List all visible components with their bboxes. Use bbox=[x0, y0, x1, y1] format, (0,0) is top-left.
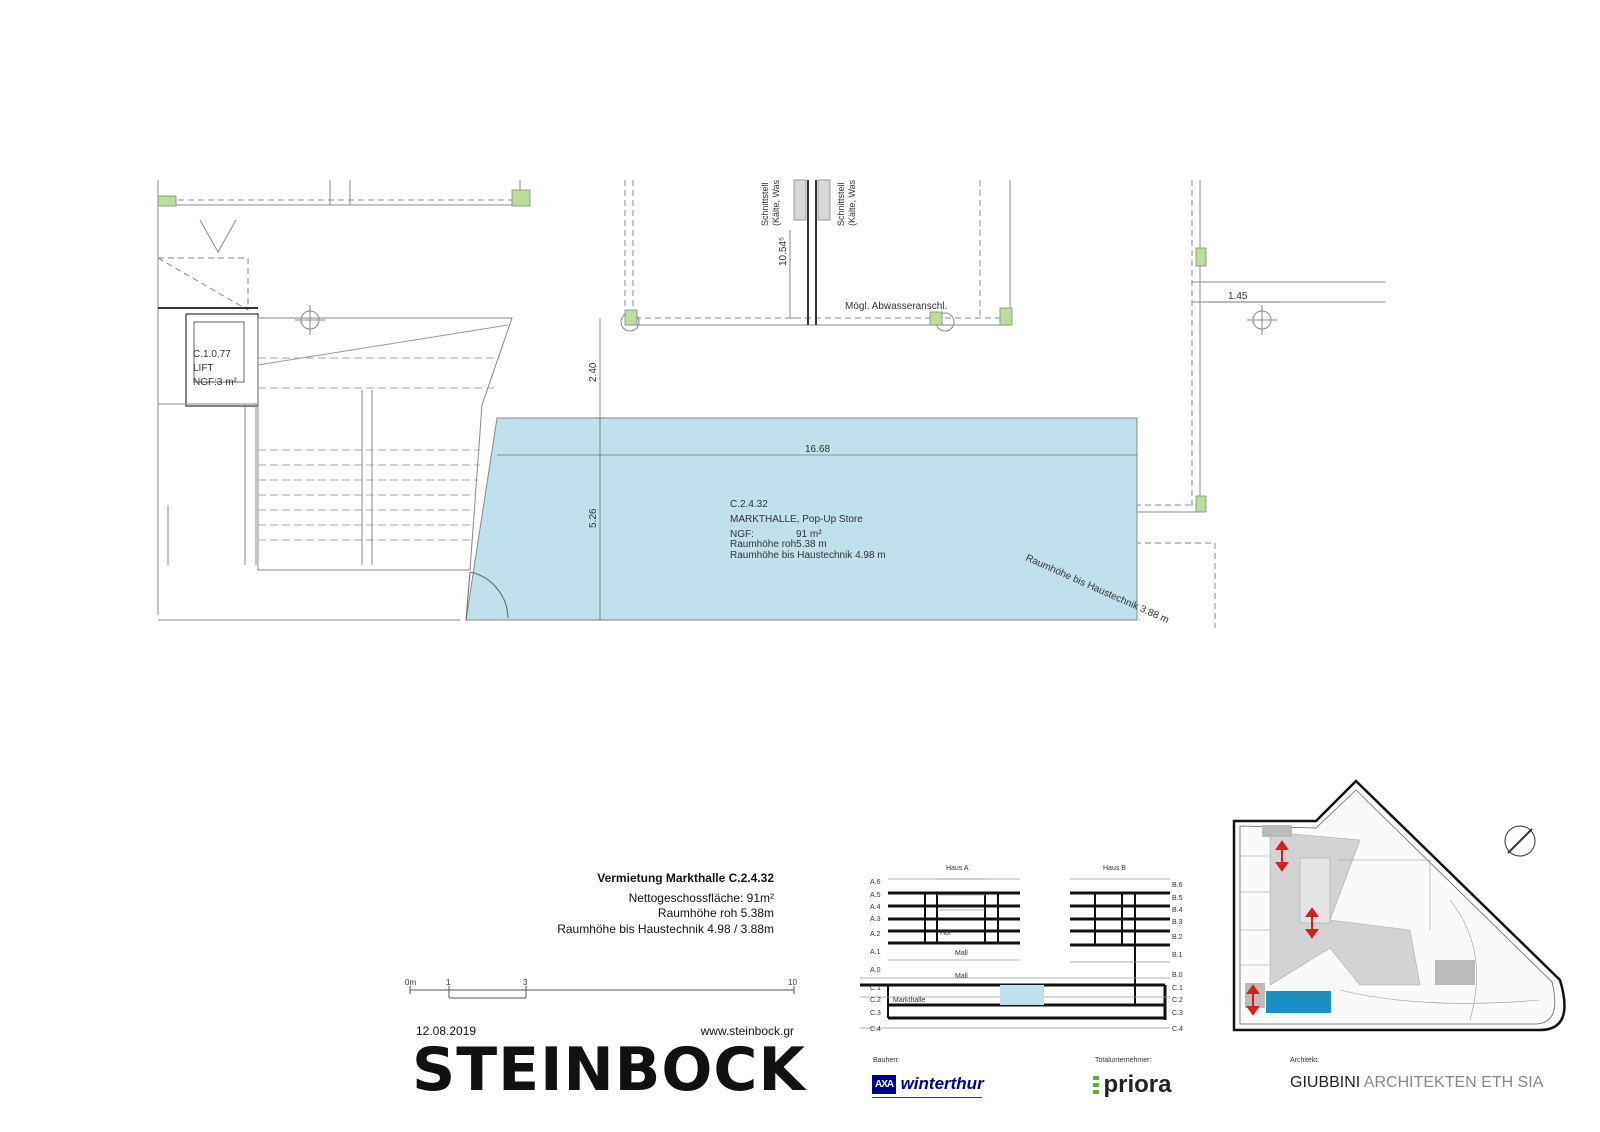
architekt-name: GIUBBINI ARCHITEKTEN ETH SIA bbox=[1290, 1074, 1543, 1092]
scale-label-10: 10 bbox=[788, 978, 797, 987]
info-title: Vermietung Markthalle C.2.4.32 bbox=[597, 871, 774, 885]
note-schnitt-1a: Schnittstell bbox=[760, 182, 770, 226]
level-left: C.1 bbox=[870, 985, 881, 992]
dim-offset: 2.40 bbox=[588, 362, 599, 382]
section-markthalle: Markthalle bbox=[893, 997, 925, 1004]
note-schnitt-2b: (Kälte, Was bbox=[847, 179, 857, 226]
priora-wordmark: priora bbox=[1103, 1071, 1172, 1098]
note-schnitt-1b: (Kälte, Was bbox=[771, 179, 781, 226]
unit-height-tech: Raumhöhe bis Haustechnik 4.98 m bbox=[730, 550, 886, 561]
level-left: A.0 bbox=[870, 967, 881, 974]
level-left: A.1 bbox=[870, 949, 881, 956]
priora-logo: priora bbox=[1093, 1071, 1171, 1099]
dim-right: 1.45 bbox=[1228, 291, 1248, 302]
scale-label-1: 1 bbox=[446, 978, 451, 987]
level-left: A.6 bbox=[870, 879, 881, 886]
section-haus-a: Haus A bbox=[946, 865, 969, 872]
architekt-name-1: GIUBBINI bbox=[1290, 1074, 1361, 1091]
level-right: C.3 bbox=[1172, 1010, 1183, 1017]
lift-id: C.1.0.77 bbox=[193, 349, 231, 360]
unit-id: C.2.4.32 bbox=[730, 499, 768, 510]
section-highlight bbox=[1000, 985, 1044, 1005]
axa-logo: AXA winterthur bbox=[872, 1074, 984, 1094]
dim-vertical: 10.54⁵ bbox=[778, 237, 789, 266]
info-line1: Nettogeschossfläche: 91m² bbox=[628, 891, 774, 905]
level-right: B.6 bbox=[1172, 882, 1183, 889]
level-right: C.2 bbox=[1172, 997, 1183, 1004]
keyplan-highlight bbox=[1266, 991, 1331, 1013]
level-left: A.3 bbox=[870, 916, 881, 923]
level-left: A.4 bbox=[870, 904, 881, 911]
lift-area: NGF:3 m² bbox=[193, 377, 238, 388]
architekt-name-2: ARCHITEKTEN ETH SIA bbox=[1363, 1074, 1544, 1091]
website[interactable]: www.steinbock.gr bbox=[700, 1024, 794, 1038]
level-right: B.0 bbox=[1172, 972, 1183, 979]
unit-ngf-key: NGF: bbox=[730, 529, 754, 540]
floor-plan: C.1.0.77 LIFT NGF:3 m² C.2.4.32 MARKTHAL… bbox=[157, 179, 1385, 628]
level-right: B.3 bbox=[1172, 919, 1183, 926]
scale-label-0: 0m bbox=[405, 978, 416, 987]
level-left: C.4 bbox=[870, 1026, 881, 1033]
bauherr-label: Bauherr: bbox=[873, 1057, 900, 1064]
level-right: B.1 bbox=[1172, 952, 1183, 959]
level-left: A.5 bbox=[870, 892, 881, 899]
section-mall-2: Mall bbox=[955, 973, 968, 980]
level-right: C.4 bbox=[1172, 1026, 1183, 1033]
scale-label-3: 3 bbox=[523, 978, 528, 987]
winterthur-wordmark: winterthur bbox=[900, 1074, 984, 1093]
info-line3: Raumhöhe bis Haustechnik 4.98 / 3.88m bbox=[557, 922, 774, 936]
section-hof: Hof bbox=[940, 930, 951, 937]
section-mall-1: Mall bbox=[955, 950, 968, 957]
lift-name: LIFT bbox=[193, 363, 214, 374]
plan-date: 12.08.2019 bbox=[416, 1024, 477, 1038]
level-right: B.4 bbox=[1172, 907, 1183, 914]
total-label: Totalunternehmer: bbox=[1095, 1057, 1152, 1064]
axa-mark: AXA bbox=[872, 1074, 897, 1094]
note-abwasser: Mögl. Abwasseranschl. bbox=[845, 301, 947, 312]
unit-ngf-value: 91 m² bbox=[796, 529, 822, 540]
north-arrow-icon bbox=[1504, 825, 1536, 857]
section-haus-b: Haus B bbox=[1103, 865, 1126, 872]
level-left: C.2 bbox=[870, 997, 881, 1004]
level-right: B.2 bbox=[1172, 934, 1183, 941]
unit-height-raw: Raumhöhe roh5.38 m bbox=[730, 539, 827, 550]
dim-width: 16.68 bbox=[805, 444, 830, 455]
dim-depth: 5.26 bbox=[588, 508, 599, 528]
note-schnitt-2a: Schnittstell bbox=[836, 182, 846, 226]
steinbock-logo: STEINBOCK bbox=[412, 1035, 806, 1105]
axa-underline bbox=[872, 1097, 982, 1098]
info-line2: Raumhöhe roh 5.38m bbox=[657, 906, 774, 920]
level-right: C.1 bbox=[1172, 985, 1183, 992]
priora-mark-icon bbox=[1093, 1076, 1099, 1094]
level-right: B.5 bbox=[1172, 895, 1183, 902]
level-left: A.2 bbox=[870, 931, 881, 938]
unit-name: MARKTHALLE, Pop-Up Store bbox=[730, 514, 863, 525]
markthalle-unit bbox=[465, 417, 1138, 621]
architekt-label: Architekt: bbox=[1290, 1057, 1320, 1064]
level-left: C.3 bbox=[870, 1010, 881, 1017]
